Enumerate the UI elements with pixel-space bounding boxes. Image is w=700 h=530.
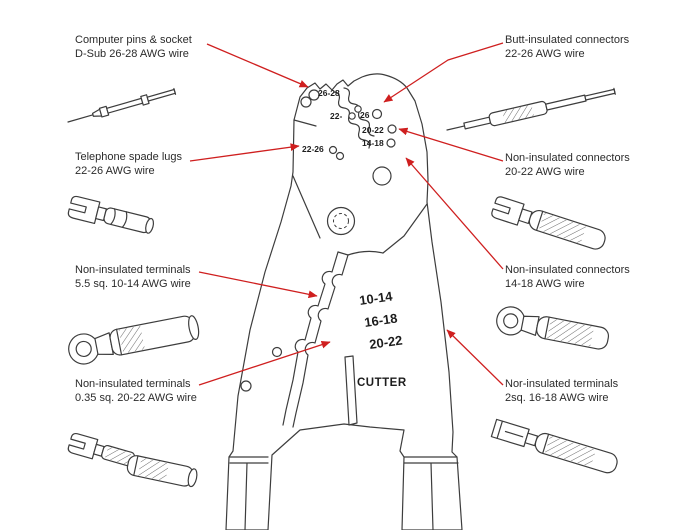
crimp-sleeve-illustration: [126, 455, 198, 488]
callout-line2: D-Sub 26-28 AWG wire: [75, 48, 189, 60]
ring-terminal-large-illustration: [68, 315, 200, 365]
callout-connectors-20-22: Non-insulated connectors 20-22 AWG wire: [505, 151, 630, 179]
callout-line2: 22-26 AWG wire: [505, 48, 585, 60]
callout-line2: 14-18 AWG wire: [505, 278, 585, 290]
callout-line-computer-pins: [206, 43, 309, 88]
tool-marking-26-28: 26-28: [318, 88, 340, 98]
tool-marking-26: 26: [360, 110, 370, 120]
callout-computer-pins: Computer pins & socket D-Sub 26-28 AWG w…: [75, 33, 192, 61]
callout-line-terminals-20-22: [198, 340, 331, 386]
callout-line1: Non-insulated connectors: [505, 152, 630, 164]
tool-marking-16-18: 16-18: [363, 310, 398, 329]
callout-line-terminals-10-14: [198, 271, 318, 299]
callout-line1: Butt-insulated connectors: [505, 34, 630, 46]
callout-line2: 20-22 AWG wire: [505, 166, 585, 178]
callout-line1: Computer pins & socket: [75, 34, 192, 46]
tool-marking-10-14: 10-14: [358, 288, 394, 308]
callout-butt-insulated: Butt-insulated connectors 22-26 AWG wire: [505, 33, 629, 61]
callout-line-telephone-spade: [189, 143, 300, 162]
callout-line-connectors-14-18: [405, 157, 504, 270]
callout-lines: [189, 42, 504, 386]
callout-line1: Nor-insulated terminals: [505, 378, 619, 390]
fork-terminal-small-illustration: [67, 432, 136, 467]
callout-line-terminals-16-18: [446, 329, 504, 386]
callout-line2: 2sq. 16-18 AWG wire: [505, 392, 609, 404]
callout-line1: Non-insulated connectors: [505, 264, 630, 276]
callout-line-butt-insulated: [383, 42, 504, 103]
callout-line1: Non-insulated terminals: [75, 378, 191, 390]
tool-marking-22-26: 22-26: [302, 144, 324, 154]
crimping-tool-drawing: 26-28 22- 26 20-22 14-18 22-26 10-14 16-…: [225, 73, 463, 530]
spade-lug-illustration: [67, 195, 155, 234]
callout-terminals-20-22: Non-insulated terminals 0.35 sq. 20-22 A…: [75, 377, 197, 405]
computer-pin-illustration: [67, 87, 177, 123]
callout-line2: 0.35 sq. 20-22 AWG wire: [75, 392, 197, 404]
tool-marking-22: 22-: [330, 111, 342, 121]
callout-line2: 5.5 sq. 10-14 AWG wire: [75, 278, 191, 290]
tool-marking-20-22-head: 20-22: [362, 125, 384, 135]
callout-line-connectors-20-22: [398, 127, 504, 162]
tool-marking-14-18: 14-18: [362, 138, 384, 148]
tool-marking-20-22-mid: 20-22: [368, 332, 403, 351]
callout-line1: Telephone spade lugs: [75, 151, 183, 163]
fork-terminal-insulated-illustration: [491, 196, 606, 250]
callout-connectors-14-18: Non-insulated connectors 14-18 AWG wire: [505, 263, 630, 291]
ring-terminal-insulated-illustration: [496, 306, 610, 350]
tool-marking-cutter: CUTTER: [357, 377, 407, 389]
quick-disconnect-illustration: [490, 418, 618, 474]
callout-line1: Non-insulated terminals: [75, 264, 191, 276]
callout-terminals-10-14: Non-insulated terminals 5.5 sq. 10-14 AW…: [75, 263, 191, 291]
callout-terminals-16-18: Nor-insulated terminals 2sq. 16-18 AWG w…: [505, 377, 618, 405]
callout-telephone-spade-lugs: Telephone spade lugs 22-26 AWG wire: [75, 150, 182, 178]
callout-line2: 22-26 AWG wire: [75, 165, 155, 177]
butt-connector-illustration: [446, 87, 616, 131]
